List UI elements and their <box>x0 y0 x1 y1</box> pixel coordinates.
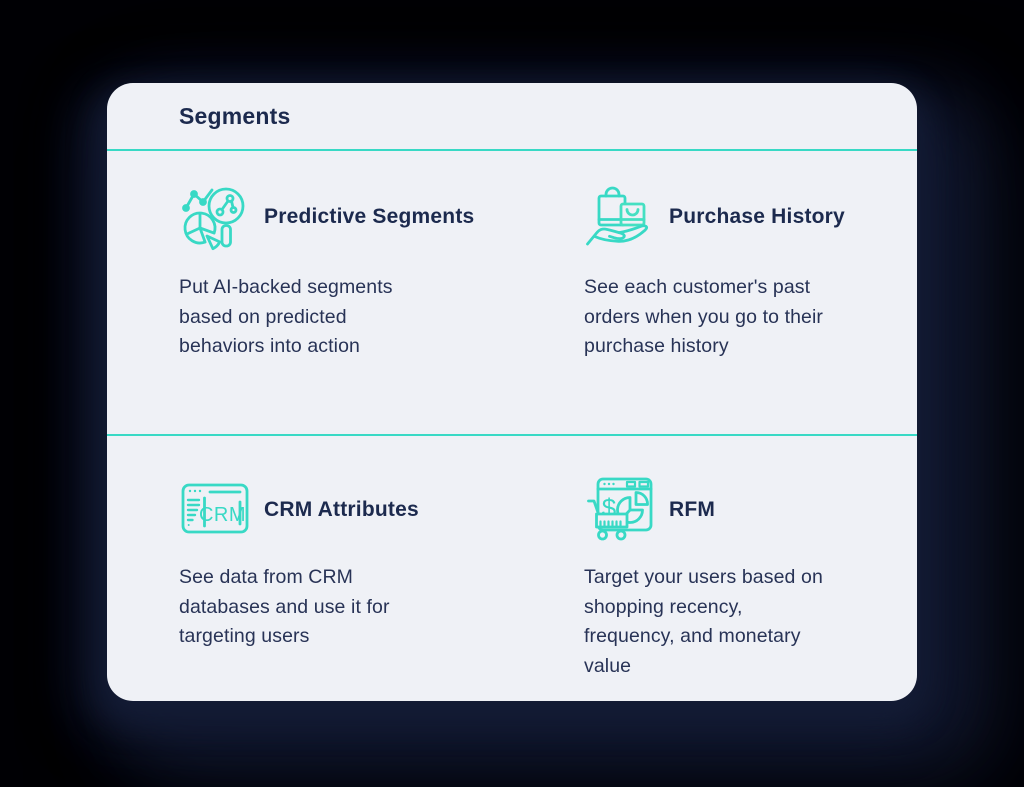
feature-head: Predictive Segments <box>179 181 512 253</box>
crm-attributes-icon: CRM <box>179 474 251 546</box>
feature-head: Purchase History <box>584 181 917 253</box>
card-header: Segments <box>107 83 917 151</box>
feature-head: CRM CRM Attributes <box>179 474 512 546</box>
feature-row-top: Predictive Segments Put AI-backed segmen… <box>107 151 917 436</box>
crm-icon-label: CRM <box>199 504 246 526</box>
rfm-icon: $ <box>584 474 656 546</box>
feature-title: RFM <box>669 498 716 521</box>
feature-description: See data from CRM databases and use it f… <box>179 566 390 647</box>
feature-title: Predictive Segments <box>264 205 475 228</box>
feature-description: Target your users based on shopping rece… <box>584 566 823 677</box>
feature-rfm: $ R <box>512 436 917 698</box>
page-title: Segments <box>179 102 291 129</box>
feature-title: CRM Attributes <box>264 498 419 521</box>
feature-description: Put AI-backed segments based on predicte… <box>179 276 393 357</box>
purchase-history-icon <box>584 181 656 253</box>
feature-predictive-segments: Predictive Segments Put AI-backed segmen… <box>107 151 512 434</box>
feature-description: See each customer's past orders when you… <box>584 276 824 357</box>
feature-purchase-history: Purchase History See each customer's pas… <box>512 151 917 434</box>
feature-row-bottom: CRM CRM Attributes See data from CRM dat… <box>107 436 917 698</box>
feature-head: $ R <box>584 474 917 546</box>
feature-title: Purchase History <box>669 205 845 228</box>
segments-card: Segments <box>107 83 917 701</box>
predictive-segments-icon <box>179 181 251 253</box>
feature-crm-attributes: CRM CRM Attributes See data from CRM dat… <box>107 436 512 698</box>
